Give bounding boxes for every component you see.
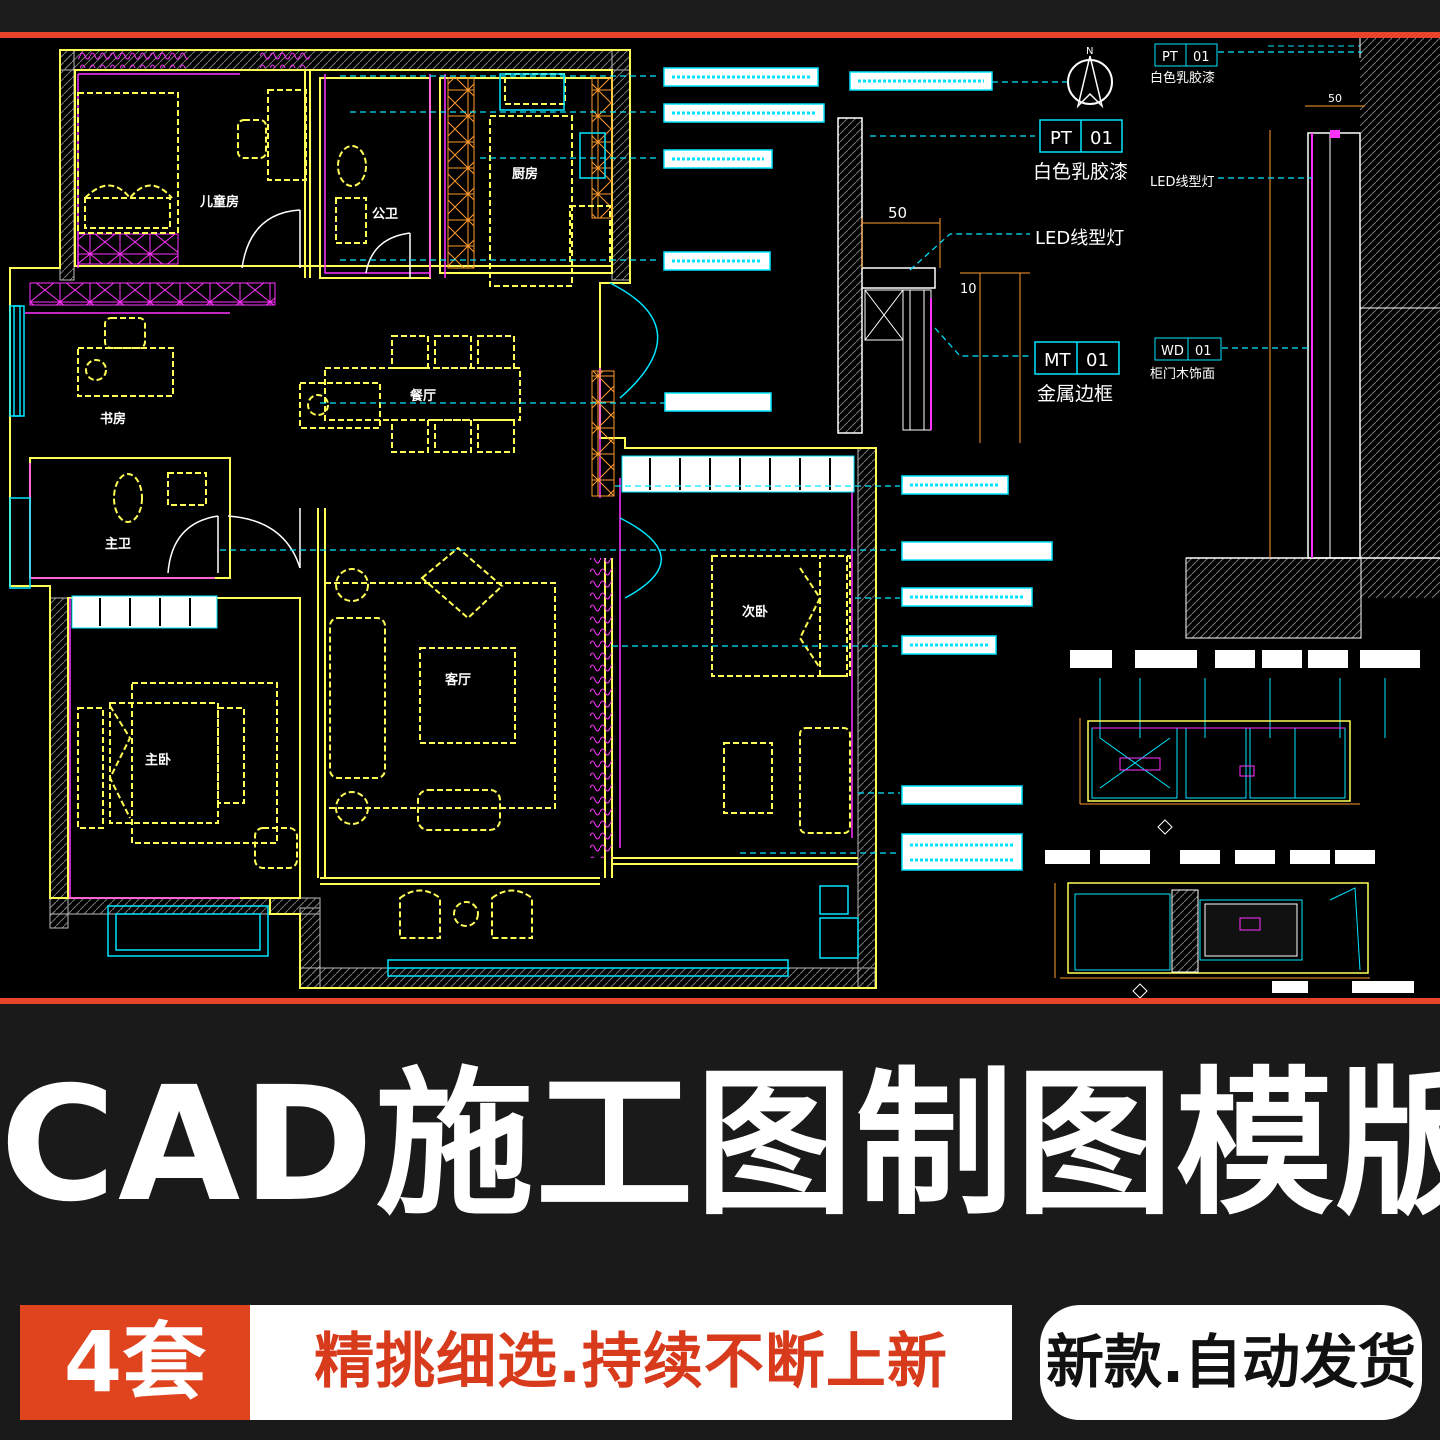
right-tag-pt-code: PT	[1162, 50, 1178, 65]
annotation-bar-text-lines	[672, 75, 1024, 862]
dim-50-label: 50	[888, 204, 907, 222]
ceiling-detail: 50 10 PT 01 白色乳胶漆 LED线型灯 MT 01 金属边框	[837, 117, 1128, 443]
room-label-guest-bath: 公卫	[372, 207, 398, 222]
room-label-master-bath: 主卫	[105, 536, 131, 552]
right-dim-50-label: 50	[1328, 92, 1342, 105]
north-arrow: N	[1067, 46, 1113, 109]
tag-pt-num: 01	[1090, 128, 1113, 149]
cad-drawing-area: 儿童房 公卫 厨房 书房 餐厅 主卫 客厅 次卧 主卧	[0, 38, 1440, 998]
top-red-divider	[0, 32, 1440, 38]
tag-mt-code: MT	[1044, 350, 1072, 371]
annotation-bars	[663, 67, 1053, 871]
count-badge: 4套	[20, 1305, 250, 1420]
room-label-kids: 儿童房	[199, 194, 239, 210]
slogan-badge: 精挑细选.持续不断上新	[250, 1305, 1012, 1420]
led-label: LED线型灯	[1035, 228, 1124, 249]
right-led-label: LED线型灯	[1150, 175, 1214, 190]
right-tag-wd-num: 01	[1195, 344, 1212, 359]
room-label-dining: 餐厅	[409, 388, 436, 404]
right-tag-pt-num: 01	[1193, 50, 1210, 65]
tag-mt-label: 金属边框	[1037, 383, 1113, 405]
right-tag-wd-code: WD	[1161, 344, 1184, 359]
room-label-living: 客厅	[445, 672, 471, 688]
tag-pt-code: PT	[1050, 128, 1073, 149]
furniture	[77, 73, 851, 939]
elevation-drawing-2	[1045, 850, 1414, 998]
north-label: N	[1086, 46, 1093, 57]
leader-lines	[220, 75, 1070, 854]
room-label-second-bedroom: 次卧	[742, 604, 768, 620]
room-label-kitchen: 厨房	[512, 166, 538, 182]
delivery-pill: 新款.自动发货	[1040, 1305, 1422, 1420]
tag-mt-num: 01	[1086, 350, 1109, 371]
cabinet-detail: 50 PT 01 白色乳胶漆 LED线型灯 WD 01 柜门木饰面	[1150, 38, 1440, 639]
cad-drawing: 儿童房 公卫 厨房 书房 餐厅 主卫 客厅 次卧 主卧	[9, 38, 1440, 998]
right-tag-pt-label: 白色乳胶漆	[1150, 70, 1215, 86]
bottom-red-divider	[0, 998, 1440, 1004]
dim-10-label: 10	[960, 282, 977, 297]
elevation-drawing-1	[1070, 650, 1420, 835]
top-band	[0, 0, 1440, 32]
room-label-master-bedroom: 主卧	[145, 752, 171, 768]
tag-pt-label: 白色乳胶漆	[1033, 161, 1128, 183]
floor-plan	[9, 49, 877, 989]
room-label-study: 书房	[100, 411, 126, 427]
main-title: CAD施工图制图模版	[0, 1053, 1440, 1237]
right-tag-wd-label: 柜门木饰面	[1150, 367, 1215, 382]
